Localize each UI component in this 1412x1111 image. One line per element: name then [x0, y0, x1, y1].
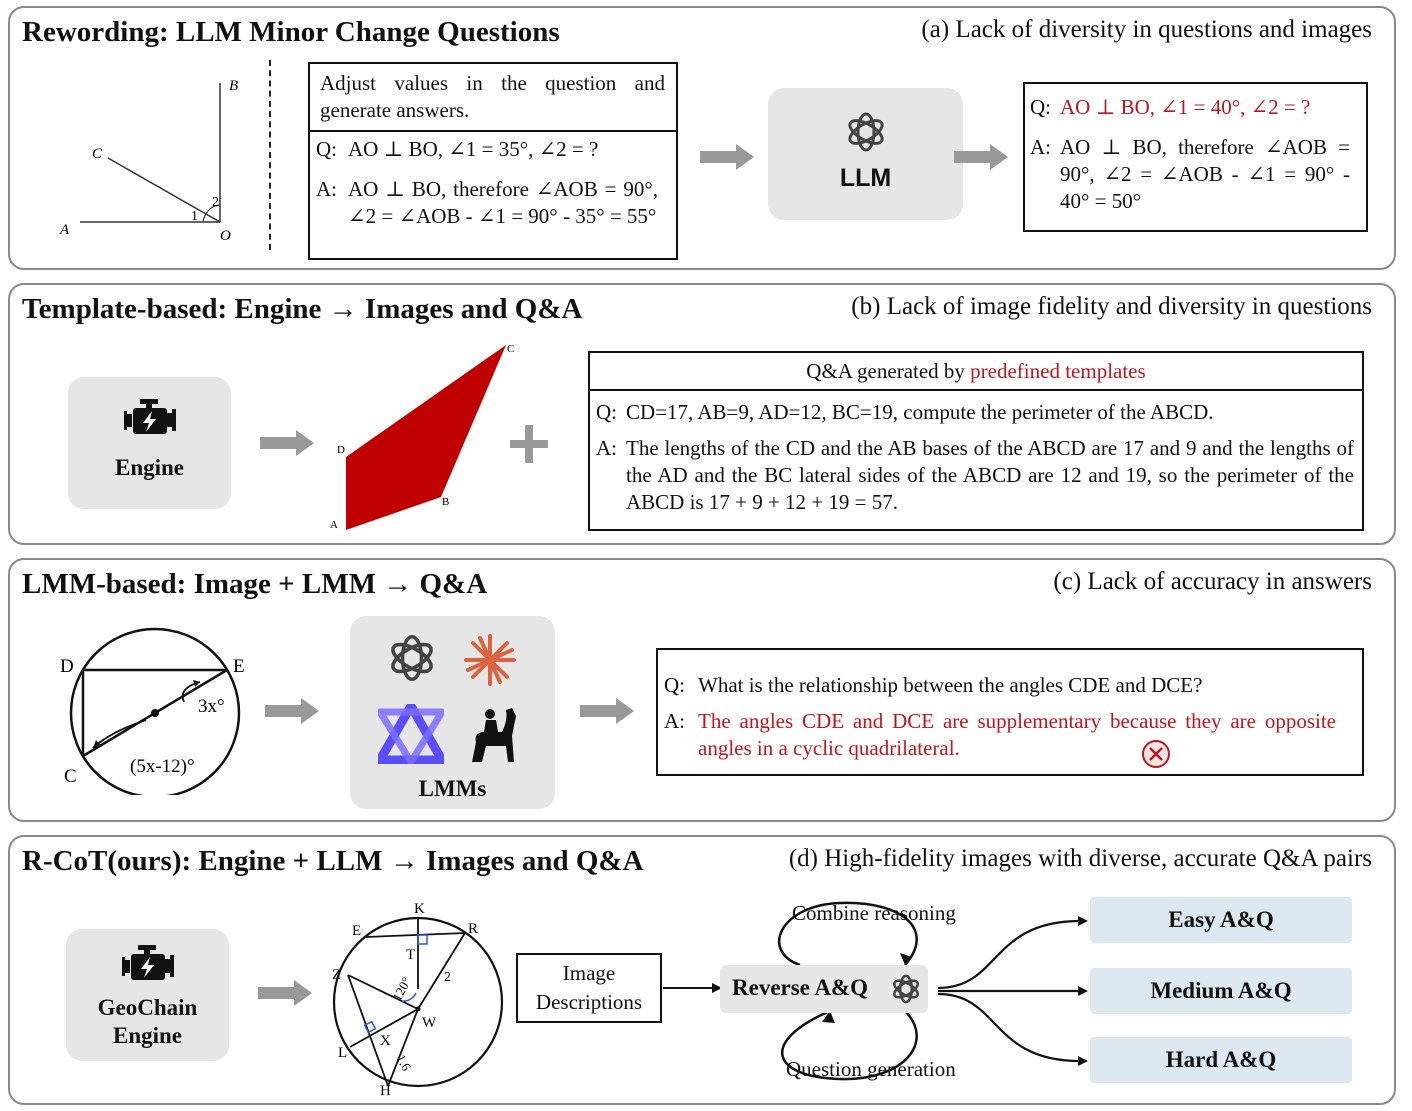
answer-text: AO ⊥ BO, therefore ∠AOB = 90°, ∠2 = ∠AOB… [348, 177, 658, 228]
output-qa-box: Q: AO ⊥ BO, ∠1 = 40°, ∠2 = ? A: AO ⊥ BO,… [1023, 82, 1368, 232]
angle-figure: B C A O 1 2 [59, 78, 238, 244]
geochain-label-line1: GeoChain [97, 995, 198, 1020]
circle-figure: D E C 3x° (5x-12)° [60, 627, 245, 795]
dashed-divider [269, 60, 271, 250]
engine-label: Engine [114, 455, 185, 480]
label-angle-3x: 3x° [198, 696, 225, 717]
geochain-engine-box: GeoChain Engine [66, 929, 229, 1061]
panel-title: R-CoT(ours): Engine + LLM → Images and Q… [22, 845, 644, 877]
label-angle2: 2 [212, 195, 219, 210]
openai-icon [893, 974, 919, 1004]
openai-icon [848, 112, 884, 152]
input-qa-box: Adjust values in the question and genera… [308, 62, 678, 260]
arrow-right [260, 430, 314, 456]
reverse-aq-label: Reverse A&Q [732, 975, 869, 1000]
panel-title: Template-based: Engine → Images and Q&A [22, 293, 583, 325]
label-k: K [414, 901, 425, 917]
error-x-icon [1142, 740, 1170, 768]
instruction-text: Adjust values in the question and genera… [320, 71, 665, 122]
question-text: AO ⊥ BO, ∠1 = 35°, ∠2 = ? [348, 137, 599, 161]
label-d: D [337, 444, 345, 456]
panel-rewording: Rewording: LLM Minor Change Questions (a… [8, 6, 1396, 270]
llama-rider-icon [472, 708, 516, 762]
label-z: Z [332, 967, 341, 983]
level-hard: Hard A&Q [1090, 1037, 1352, 1083]
reverse-aq-box: Reverse A&Q [720, 965, 928, 1013]
label-l: L [338, 1045, 347, 1061]
label-t: T [406, 947, 415, 963]
label-length-2: 2 [444, 970, 451, 985]
llm-box: LLM [768, 88, 963, 220]
panel-subtitle: (c) Lack of accuracy in answers [1053, 568, 1372, 595]
panel-subtitle: (a) Lack of diversity in questions and i… [921, 16, 1372, 43]
template-qa-box: Q&A generated by predefined templates Q:… [588, 351, 1364, 531]
label-e: E [233, 656, 245, 677]
level-easy: Easy A&Q [1090, 897, 1352, 943]
engine-box: Engine [68, 377, 231, 509]
arrow-right [580, 698, 634, 724]
panel-subtitle: (b) Lack of image fidelity and diversity… [851, 293, 1372, 320]
label-a: A [330, 519, 338, 531]
panel-title: Rewording: LLM Minor Change Questions [22, 16, 560, 48]
output-question-text: AO ⊥ BO, ∠1 = 40°, ∠2 = ? [1060, 95, 1311, 119]
label-w: W [422, 1015, 437, 1031]
lmms-label: LMMs [418, 776, 487, 801]
label-r: R [468, 921, 478, 937]
flow-arrows [663, 901, 1088, 1081]
box-divider [590, 389, 1362, 391]
question-text: CD=17, AB=9, AD=12, BC=19, compute the p… [626, 400, 1214, 424]
label-a: A [59, 222, 70, 238]
panel-template-based: Template-based: Engine → Images and Q&A … [8, 283, 1396, 545]
label-angle-5x: (5x-12)° [130, 756, 195, 777]
label-b: B [442, 496, 449, 508]
label-b: B [229, 78, 238, 94]
plus-icon [510, 425, 548, 463]
llm-label: LLM [839, 164, 892, 192]
box-divider [310, 130, 676, 132]
question-generation-label: Question generation [786, 1057, 956, 1081]
quadrilateral-figure: A B C D [330, 343, 514, 531]
image-descriptions-box: Image Descriptions [516, 953, 662, 1023]
output-answer-text: AO ⊥ BO, therefore ∠AOB = 90°, ∠2 = ∠AOB… [1060, 135, 1350, 213]
openai-icon [391, 634, 433, 682]
label-x: X [380, 1033, 391, 1049]
engine-icon [124, 399, 176, 434]
label-h: H [380, 1083, 391, 1097]
predefined-templates-highlight: predefined templates [970, 359, 1146, 383]
panel-subtitle: (d) High-fidelity images with diverse, a… [788, 845, 1372, 872]
qwen-icon [378, 704, 444, 764]
panel-title: LMM-based: Image + LMM → Q&A [22, 568, 488, 600]
lmms-box: LMMs [350, 616, 555, 809]
label-o: O [220, 228, 231, 244]
geochain-label-line2: Engine [112, 1023, 183, 1048]
answer-text: The lengths of the CD and the AB bases o… [626, 436, 1354, 514]
arrow-right [265, 698, 319, 724]
claude-icon [464, 634, 516, 686]
label-length-1-6: 1.6 [393, 1052, 414, 1074]
label-angle1: 1 [191, 209, 198, 224]
label-d: D [60, 656, 74, 677]
geochain-circle-figure: K E R T Z W L X H 120° 2 1.6 [332, 901, 504, 1097]
answer-text: The angles CDE and DCE are supplementary… [698, 709, 1336, 760]
combine-reasoning-label: Combine reasoning [792, 901, 956, 925]
lmm-qa-box: Q: What is the relationship between the … [656, 648, 1364, 776]
panel-lmm-based: LMM-based: Image + LMM → Q&A (c) Lack of… [8, 558, 1396, 822]
template-header: Q&A generated by predefined templates [806, 359, 1146, 383]
label-c: C [507, 343, 514, 355]
arrow-right [700, 144, 754, 170]
label-e: E [352, 923, 361, 939]
question-text: What is the relationship between the ang… [698, 673, 1203, 697]
level-medium: Medium A&Q [1090, 968, 1352, 1014]
arrow-right [258, 980, 312, 1006]
arrow-right [954, 144, 1008, 170]
engine-icon [122, 945, 174, 980]
label-c: C [92, 146, 103, 162]
panel-r-cot: R-CoT(ours): Engine + LLM → Images and Q… [8, 835, 1396, 1105]
label-c: C [64, 766, 77, 787]
